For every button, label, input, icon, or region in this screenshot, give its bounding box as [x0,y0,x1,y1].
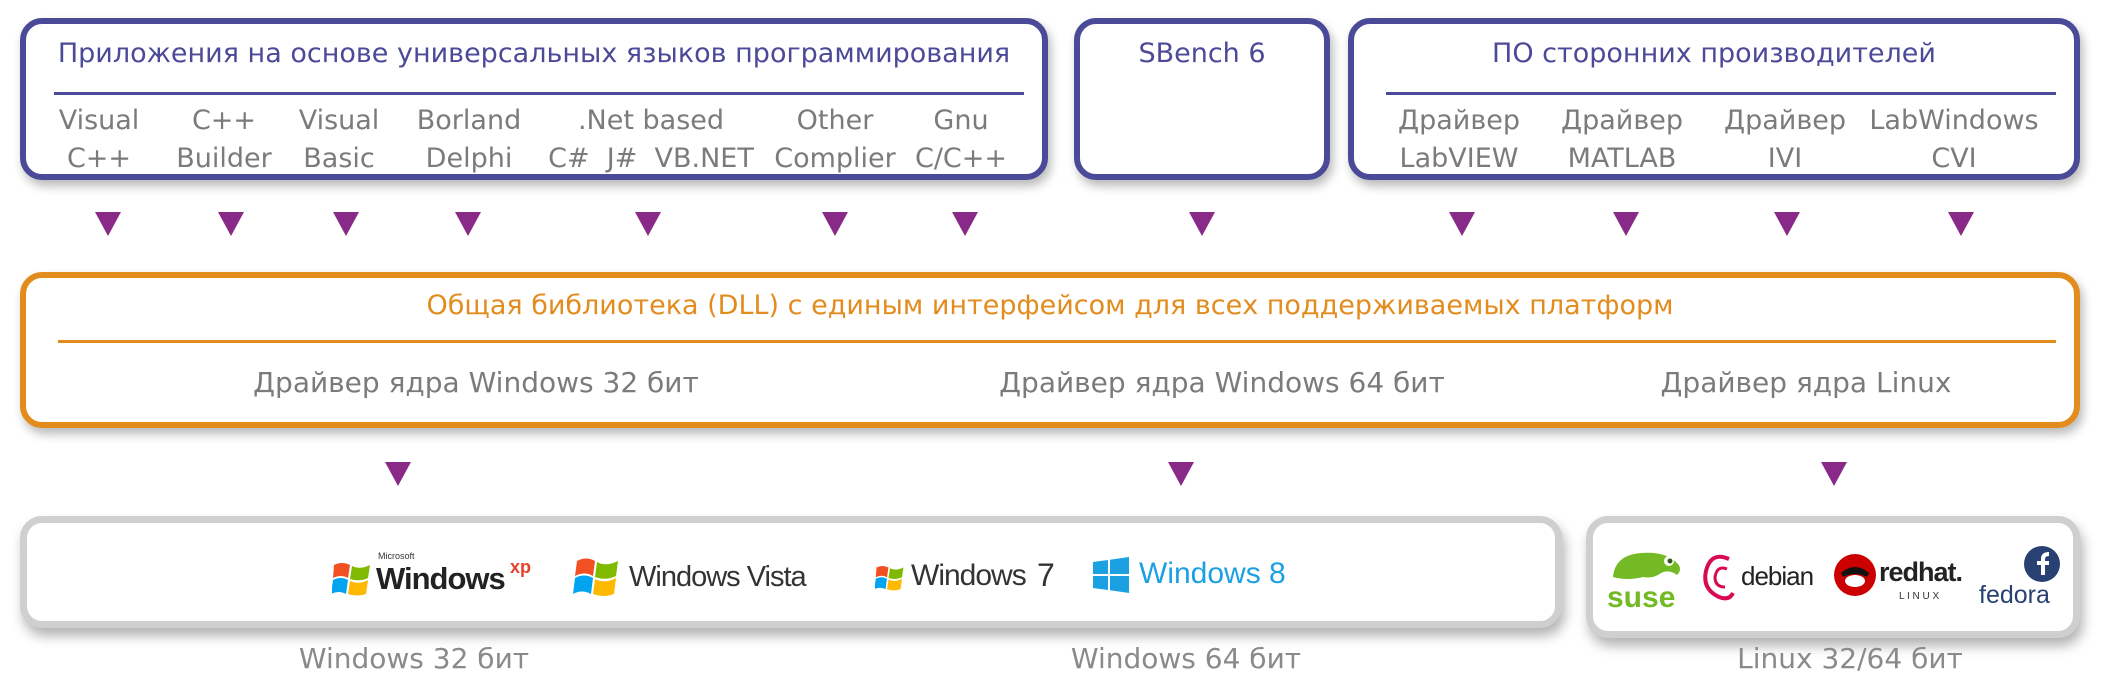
windows-xp-wordmark: Windows [376,561,506,596]
debian-wordmark: debian [1741,561,1814,591]
windows-vista-wordmark: Windows Vista [629,561,807,593]
app-item-other-compiler: Other Complier [774,105,896,174]
arrow-down [1821,462,1847,486]
windows-os-box: Microsoft Windows xp Windows Vista Windo… [20,516,1562,628]
arrow-down [1449,212,1475,236]
fedora-logo: fedora [1979,545,2069,621]
apps-box-title: Приложения на основе универсальных языко… [57,38,1011,69]
windows-8-wordmark: Windows 8 [1139,557,1286,590]
windows-7-number: 7 [1037,557,1055,593]
arrow-down [952,212,978,236]
kernel-driver-win64: Драйвер ядра Windows 64 бит [999,366,1445,399]
third-party-box-divider [1386,92,2056,95]
arrow-down [455,212,481,236]
arrow-down [1189,212,1215,236]
windows-xp-sup: xp [510,557,532,577]
windows-7-wordmark: Windows [911,559,1027,592]
sbench-box-title: SBench 6 [1138,38,1266,69]
kernel-driver-win32: Драйвер ядра Windows 32 бит [253,366,699,399]
suse-logo: suse [1603,547,1689,617]
dll-box: Общая библиотека (DLL) с единым интерфей… [20,272,2080,428]
app-item-visual-cpp: Visual C++ [58,105,140,174]
app-item-cpp-builder: C++ Builder [176,105,272,174]
arrow-down [333,212,359,236]
dll-box-title: Общая библиотека (DLL) с единым интерфей… [426,290,1674,321]
app-item-visual-basic: Visual Basic [298,105,380,174]
arrow-down [635,212,661,236]
third-party-box-title: ПО сторонних производителей [1492,38,1936,69]
windows-xp-microsoft-text: Microsoft [378,551,415,561]
windows-xp-logo: Microsoft Windows xp [332,551,542,607]
windows-flag-icon [332,563,370,596]
windows-vista-logo: Windows Vista [573,549,823,605]
caption-windows-32: Windows 32 бит [298,642,530,675]
app-item-gnu: Gnu C/C++ [914,105,1008,174]
tp-item-ivi: Драйвер IVI [1724,105,1846,174]
redhat-shadowman-icon [1834,554,1876,596]
sbench-box: SBench 6 [1074,18,1330,180]
arrow-down [95,212,121,236]
dll-box-divider [58,340,2056,343]
windows-8-logo: Windows 8 [1093,551,1313,601]
linux-os-box: suse debian redhat. L I N U X fedora [1586,516,2080,638]
fedora-wordmark: fedora [1979,581,2050,609]
arrow-down [1948,212,1974,236]
caption-windows-64: Windows 64 бит [1070,642,1302,675]
fedora-infinity-icon [2024,546,2060,582]
windows-7-logo: Windows 7 [875,551,1065,601]
apps-box: Приложения на основе универсальных языко… [20,18,1048,180]
debian-swirl-icon [1703,554,1735,601]
kernel-driver-linux: Драйвер ядра Linux [1660,366,1952,399]
windows-8-tiles-icon [1093,557,1129,593]
caption-linux: Linux 32/64 бит [1737,642,1963,675]
apps-box-divider [54,92,1024,95]
redhat-linux-text: L I N U X [1899,591,1940,602]
redhat-logo: redhat. L I N U X [1833,553,1969,623]
tp-item-labwindows: LabWindows CVI [1869,105,2039,174]
arrow-down [1613,212,1639,236]
windows-flag-icon [573,558,618,596]
tp-item-matlab: Драйвер MATLAB [1561,105,1683,174]
suse-wordmark: suse [1607,581,1676,614]
suse-chameleon-icon [1613,552,1680,579]
third-party-box: ПО сторонних производителей Драйвер LabV… [1348,18,2080,180]
windows-flag-icon [875,566,904,591]
app-item-dotnet: .Net based C# J# VB.NET [548,105,754,174]
tp-item-labview: Драйвер LabVIEW [1398,105,1520,174]
arrow-down [385,462,411,486]
app-item-borland-delphi: Borland Delphi [416,105,522,174]
arrow-down [1168,462,1194,486]
arrow-down [218,212,244,236]
arrow-down [1774,212,1800,236]
debian-logo: debian [1701,549,1821,619]
arrow-down [822,212,848,236]
redhat-wordmark: redhat. [1879,557,1963,587]
